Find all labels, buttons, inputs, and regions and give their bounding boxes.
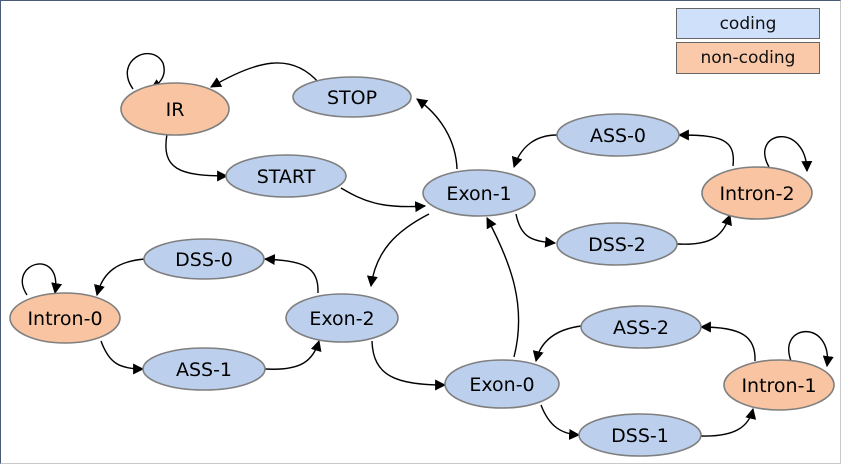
edge-intron2-self <box>764 136 813 173</box>
edge-start-exon1 <box>340 187 427 213</box>
node-ass0: ASS-0 <box>556 113 680 157</box>
legend-coding: coding <box>676 8 820 39</box>
node-exon2-label: Exon-2 <box>309 308 374 330</box>
edge-ir-start <box>165 133 229 182</box>
edge-intron2-ass0 <box>677 129 735 167</box>
edge-intron1-self <box>788 331 834 368</box>
node-dss1-label: DSS-1 <box>611 425 669 447</box>
edge-ass2-exon0 <box>532 325 582 363</box>
node-dss2-label: DSS-2 <box>588 234 646 256</box>
node-intron0: Intron-0 <box>9 292 121 344</box>
edge-exon1-stop <box>416 98 458 170</box>
edge-dss1-intron1 <box>700 407 757 437</box>
edge-intron0-self <box>21 263 63 296</box>
node-intron0-label: Intron-0 <box>27 308 102 330</box>
node-dss0-label: DSS-0 <box>175 249 233 271</box>
node-exon1-label: Exon-1 <box>446 183 511 205</box>
node-ass1-label: ASS-1 <box>176 359 232 381</box>
edge-ir-self <box>126 52 165 90</box>
node-exon0-label: Exon-0 <box>469 374 534 396</box>
edge-stop-ir <box>210 62 320 88</box>
node-ir-label: IR <box>166 99 185 121</box>
legend-coding-label: coding <box>719 13 777 34</box>
edge-exon1-exon2 <box>366 213 430 288</box>
node-exon1: Exon-1 <box>422 169 536 217</box>
node-stop-label: STOP <box>327 87 377 109</box>
node-dss0: DSS-0 <box>143 238 265 280</box>
node-ass2: ASS-2 <box>580 305 702 349</box>
node-ass1: ASS-1 <box>142 347 266 391</box>
node-ir: IR <box>120 82 230 136</box>
node-intron2-label: Intron-2 <box>719 183 794 205</box>
edge-ass0-exon1 <box>511 134 558 169</box>
edge-intron0-ass1 <box>100 340 145 375</box>
node-intron2: Intron-2 <box>701 166 813 220</box>
edge-ass1-exon2 <box>264 339 322 370</box>
node-ass2-label: ASS-2 <box>613 317 669 339</box>
edge-exon1-dss2 <box>515 213 557 248</box>
edge-exon0-dss1 <box>540 404 581 440</box>
edge-dss2-intron2 <box>676 213 732 245</box>
node-start: START <box>225 154 347 198</box>
legend-noncoding: non-coding <box>676 42 820 74</box>
edge-exon0-exon1 <box>486 217 520 358</box>
edge-exon2-exon0 <box>371 340 447 391</box>
node-exon0: Exon-0 <box>444 359 560 409</box>
edge-intron1-ass2 <box>699 321 756 362</box>
nodes: IR STOP START Exon-1 ASS-0 Intron-2 <box>9 76 835 457</box>
legend-noncoding-label: non-coding <box>700 48 796 68</box>
node-exon2: Exon-2 <box>285 293 399 343</box>
node-ass0-label: ASS-0 <box>590 125 646 147</box>
node-dss2: DSS-2 <box>556 222 678 266</box>
node-start-label: START <box>257 166 316 188</box>
node-dss1: DSS-1 <box>578 413 702 457</box>
node-intron1-label: Intron-1 <box>741 375 816 397</box>
node-intron1: Intron-1 <box>723 359 835 411</box>
edge-exon2-dss0 <box>263 254 319 294</box>
edges <box>21 52 834 440</box>
edge-dss0-intron0 <box>94 258 146 297</box>
node-stop: STOP <box>292 76 412 118</box>
